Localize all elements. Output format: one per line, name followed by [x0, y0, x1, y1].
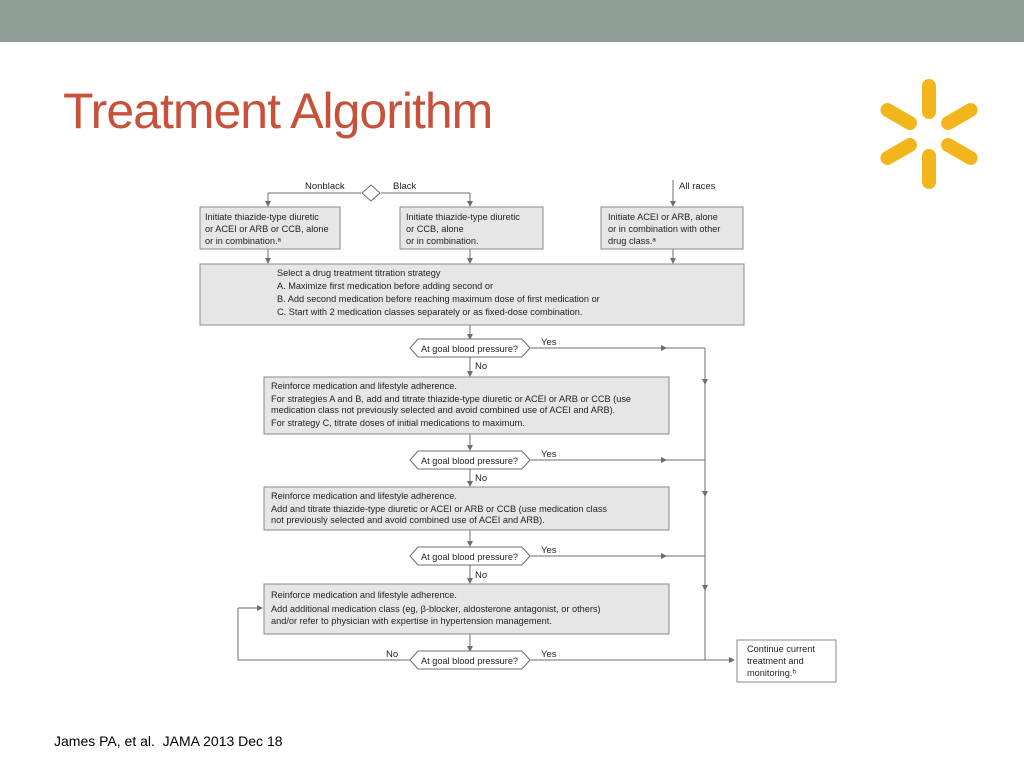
- titration-heading: Select a drug treatment titration strate…: [277, 268, 441, 278]
- box-line: Initiate ACEI or ARB, alone: [608, 212, 718, 222]
- no-label: No: [475, 570, 487, 581]
- titration-option-a: A. Maximize first medication before addi…: [277, 281, 493, 291]
- decision-label: At goal blood pressure?: [421, 344, 518, 354]
- spark-petals: [880, 79, 978, 189]
- step-4-box: Reinforce medication and lifestyle adher…: [263, 583, 670, 635]
- box-line: Reinforce medication and lifestyle adher…: [271, 590, 457, 600]
- continue-treatment-box: Continue current treatment and monitorin…: [736, 639, 837, 683]
- decision-goal-bp-4: At goal blood pressure?: [409, 650, 531, 670]
- box-line: Continue current: [747, 644, 815, 654]
- initial-box-all-races: Initiate ACEI or ARB, alone or in combin…: [600, 206, 744, 250]
- box-line: or CCB, alone: [406, 224, 464, 234]
- titration-option-c: C. Start with 2 medication classes separ…: [277, 307, 582, 317]
- box-line: Initiate thiazide-type diuretic: [205, 212, 319, 222]
- decision-goal-bp-1: At goal blood pressure?: [409, 338, 531, 358]
- initial-box-nonblack: Initiate thiazide-type diuretic or ACEI …: [199, 206, 341, 250]
- no-label: No: [386, 649, 398, 660]
- box-line: treatment and: [747, 656, 804, 666]
- titration-option-b: B. Add second medication before reaching…: [277, 294, 600, 304]
- box-line: or in combination.: [406, 236, 479, 246]
- box-line: drug class.ᵃ: [608, 236, 656, 246]
- branch-label-nonblack: Nonblack: [305, 181, 345, 192]
- spark-logo-icon: [880, 79, 978, 189]
- titration-strategy-box: Select a drug treatment titration strate…: [199, 263, 745, 326]
- yes-label: Yes: [541, 337, 557, 348]
- decision-goal-bp-3: At goal blood pressure?: [409, 546, 531, 566]
- box-line: Initiate thiazide-type diuretic: [406, 212, 520, 222]
- yes-label: Yes: [541, 449, 557, 460]
- box-line: Add and titrate thiazide-type diuretic o…: [271, 504, 607, 514]
- no-label: No: [475, 361, 487, 372]
- decision-label: At goal blood pressure?: [421, 656, 518, 666]
- slide-title: Treatment Algorithm: [63, 83, 493, 139]
- decision-goal-bp-2: At goal blood pressure?: [409, 450, 531, 470]
- decision-label: At goal blood pressure?: [421, 456, 518, 466]
- top-bar: [0, 0, 1024, 42]
- step-2-box: Reinforce medication and lifestyle adher…: [263, 376, 670, 435]
- step-3-box: Reinforce medication and lifestyle adher…: [263, 486, 670, 531]
- box-line: For strategy C, titrate doses of initial…: [271, 418, 525, 428]
- decision-label: At goal blood pressure?: [421, 552, 518, 562]
- yes-label: Yes: [541, 649, 557, 660]
- citation-text: James PA, et al. JAMA 2013 Dec 18: [54, 733, 283, 749]
- branch-label-all-races: All races: [679, 181, 716, 192]
- box-line: Reinforce medication and lifestyle adher…: [271, 381, 457, 391]
- box-line: monitoring.ᵇ: [747, 668, 796, 678]
- box-line: or ACEI or ARB or CCB, alone: [205, 224, 329, 234]
- flow-connectors: [237, 180, 735, 663]
- box-line: Reinforce medication and lifestyle adher…: [271, 491, 457, 501]
- box-line: or in combination with other: [608, 224, 720, 234]
- box-line: or in combination.ᵃ: [205, 236, 282, 246]
- box-line: and/or refer to physician with expertise…: [271, 616, 552, 626]
- initial-box-black: Initiate thiazide-type diuretic or CCB, …: [399, 206, 544, 250]
- box-line: For strategies A and B, add and titrate …: [271, 394, 631, 404]
- box-line: medication class not previously selected…: [271, 405, 615, 415]
- yes-label: Yes: [541, 545, 557, 556]
- box-line: not previously selected and avoid combin…: [271, 515, 545, 525]
- branch-label-black: Black: [393, 181, 416, 192]
- no-label: No: [475, 473, 487, 484]
- box-line: Add additional medication class (eg, β-b…: [271, 604, 601, 614]
- race-split-diamond: [361, 184, 381, 202]
